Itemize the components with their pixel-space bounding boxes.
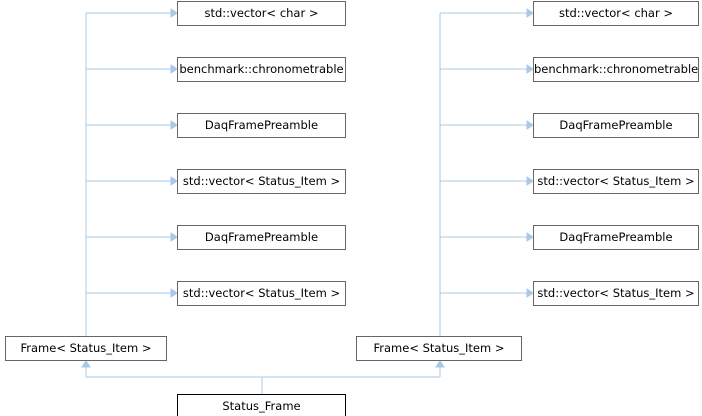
arrowhead bbox=[435, 360, 445, 368]
class-node-std-vector-status-item[interactable]: std::vector< Status_Item > bbox=[177, 169, 346, 194]
arrowhead bbox=[526, 64, 534, 74]
class-node-std-vector-status-item[interactable]: std::vector< Status_Item > bbox=[533, 169, 699, 194]
arrowhead bbox=[526, 8, 534, 18]
class-node-benchmark-chronometrable[interactable]: benchmark::chronometrable bbox=[533, 57, 699, 82]
arrowhead bbox=[170, 176, 178, 186]
class-node-daqframepreamble[interactable]: DaqFramePreamble bbox=[533, 113, 699, 138]
class-node-std-vector-char[interactable]: std::vector< char > bbox=[533, 1, 699, 26]
arrowhead bbox=[526, 176, 534, 186]
class-node-std-vector-char[interactable]: std::vector< char > bbox=[177, 1, 346, 26]
arrowhead bbox=[170, 120, 178, 130]
arrowhead bbox=[170, 232, 178, 242]
class-node-daqframepreamble[interactable]: DaqFramePreamble bbox=[177, 113, 346, 138]
class-node-status-frame: Status_Frame bbox=[177, 394, 346, 416]
arrowhead bbox=[526, 120, 534, 130]
class-node-daqframepreamble[interactable]: DaqFramePreamble bbox=[533, 225, 699, 250]
arrowhead bbox=[170, 288, 178, 298]
class-node-frame-status-item[interactable]: Frame< Status_Item > bbox=[356, 336, 522, 361]
arrowhead bbox=[526, 288, 534, 298]
arrowhead bbox=[81, 360, 91, 368]
arrowhead bbox=[526, 232, 534, 242]
class-node-std-vector-status-item[interactable]: std::vector< Status_Item > bbox=[177, 281, 346, 306]
class-node-frame-status-item[interactable]: Frame< Status_Item > bbox=[5, 336, 167, 361]
arrowhead bbox=[170, 64, 178, 74]
class-node-benchmark-chronometrable[interactable]: benchmark::chronometrable bbox=[177, 57, 346, 82]
arrowhead bbox=[170, 8, 178, 18]
class-node-std-vector-status-item[interactable]: std::vector< Status_Item > bbox=[533, 281, 699, 306]
class-node-daqframepreamble[interactable]: DaqFramePreamble bbox=[177, 225, 346, 250]
